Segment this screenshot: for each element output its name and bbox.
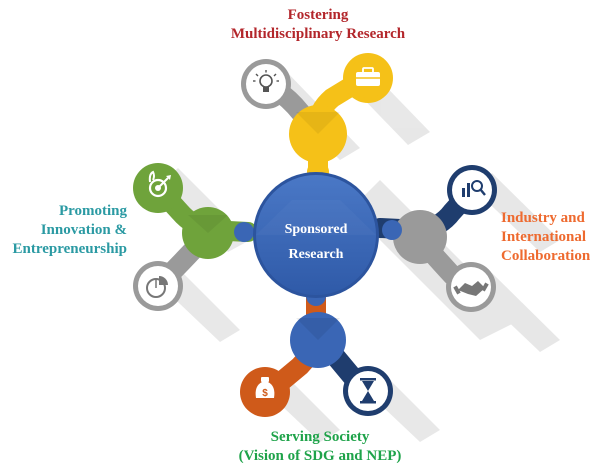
money-bag-icon: $ <box>240 367 290 417</box>
top-branch <box>255 66 378 183</box>
label-promoting-innovation: Promoting Innovation & Entrepreneurship <box>0 202 127 259</box>
label-right-line3: Collaboration <box>501 248 591 264</box>
pie-chart-icon <box>133 261 183 311</box>
label-top-line1: Fostering <box>287 7 349 23</box>
hub-title-line2: Research <box>289 247 344 262</box>
hourglass-icon <box>343 366 393 416</box>
chart-magnifier-icon <box>447 165 497 215</box>
label-fostering-research: Fostering Multidisciplinary Research <box>203 6 433 44</box>
label-bottom-line1: Serving Society <box>270 429 370 445</box>
label-right-line1: Industry and <box>501 210 585 226</box>
label-right-line2: International <box>501 229 587 245</box>
left-green-node <box>182 207 234 259</box>
label-bottom-line2: (Vision of SDG and NEP) <box>238 448 402 464</box>
label-industry-collaboration: Industry and International Collaboration <box>501 209 606 266</box>
label-top-line2: Multidisciplinary Research <box>230 26 406 42</box>
hub-title-line1: Sponsored <box>285 222 348 237</box>
lightbulb-icon <box>241 59 291 109</box>
bottom-blue-node <box>290 312 346 368</box>
hub: Sponsored Research <box>253 172 379 298</box>
label-left-line2: Innovation & <box>40 222 127 238</box>
label-left-line3: Entrepreneurship <box>12 241 127 257</box>
handshake-icon <box>446 262 496 312</box>
label-serving-society: Serving Society (Vision of SDG and NEP) <box>200 428 440 466</box>
left-branch <box>150 180 258 296</box>
right-gray-node <box>393 210 447 264</box>
top-yellow-node <box>289 105 347 163</box>
svg-text:$: $ <box>262 388 268 399</box>
target-icon <box>133 163 183 213</box>
label-left-line1: Promoting <box>58 203 127 219</box>
briefcase-icon <box>343 53 393 103</box>
